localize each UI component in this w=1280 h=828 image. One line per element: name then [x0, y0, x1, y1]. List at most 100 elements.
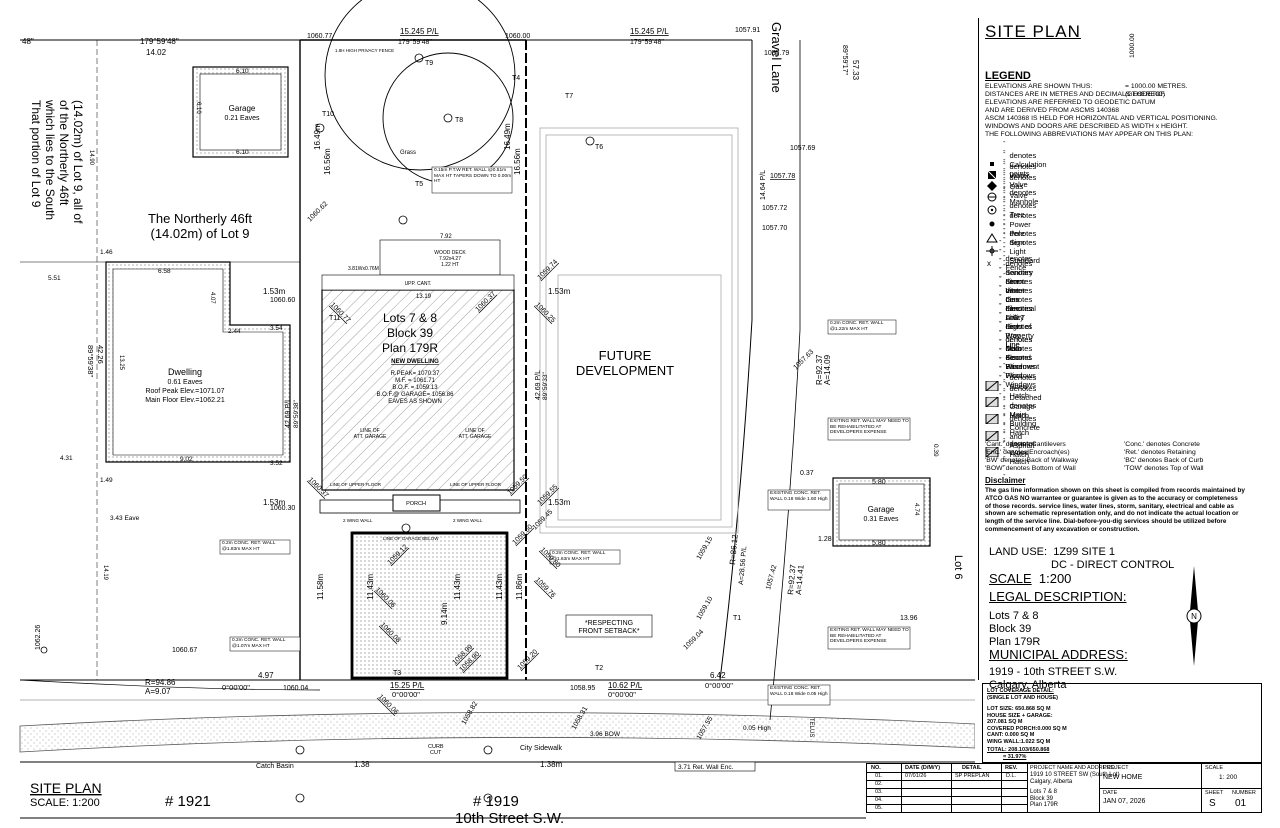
lot6: Lot 6: [952, 555, 964, 579]
wood-deck-1: WOOD DECK: [434, 250, 466, 256]
callout-9: EXISTING CONC. RET. WALL 0.18 Wide 0.05 …: [770, 686, 828, 697]
svg-text:16.56m: 16.56m: [323, 148, 332, 175]
svg-text:179°59'48": 179°59'48": [140, 37, 179, 46]
legend-dash: ------: [999, 281, 1002, 335]
valve-icon: [985, 170, 999, 180]
svg-text:11.43m: 11.43m: [453, 574, 462, 600]
legend-dash: ------: [1003, 211, 1006, 265]
svg-text:9.02: 9.02: [180, 456, 193, 463]
wing-wall-1: 2 WING WALL: [343, 518, 373, 523]
svg-text:1.38m: 1.38m: [540, 760, 563, 769]
svg-text:16.56m: 16.56m: [513, 148, 522, 175]
svg-text:R=92.37: R=92.37: [815, 354, 824, 385]
svg-text:T7: T7: [565, 93, 573, 100]
garage-e-1: Garage: [868, 505, 895, 514]
future-1: FUTURE: [599, 348, 652, 363]
att-garage-1: LINE OF: [360, 428, 379, 434]
upper-floor-2: LINE OF UPPER FLOOR: [450, 482, 502, 487]
svg-text:3.43 Eave: 3.43 Eave: [110, 515, 140, 522]
hatch-icon: [985, 446, 999, 458]
legend-label: denotes Concrete and Asphalt Hatch: [1009, 413, 1040, 459]
gravel-lane: Gravel Lane: [769, 22, 784, 93]
svg-text:4.07: 4.07: [209, 292, 215, 304]
legend-dash: ------: [1003, 425, 1006, 479]
legend-label: denotes Power Pole: [1009, 210, 1037, 238]
svg-text:T4: T4: [512, 75, 520, 82]
svg-text:1057.42: 1057.42: [765, 564, 778, 590]
legend-note: ELEVATIONS ARE REFERRED TO GEODETIC DATU…: [985, 99, 1156, 106]
legend-dash: ------: [999, 290, 1002, 344]
svg-text:1057.79: 1057.79: [764, 50, 789, 57]
legend-dash: ------: [999, 335, 1002, 389]
land-use: LAND USE: 1Z99 SITE 1: [989, 546, 1115, 558]
svg-text:1.53m: 1.53m: [263, 498, 286, 507]
callout-8: EXITING RET. WALL MAY NEED TO BE REHABIL…: [830, 628, 909, 644]
svg-text:7.92: 7.92: [440, 234, 452, 240]
legend-label: denotes Calculation points: [1009, 150, 1047, 178]
new-dwelling-label: NEW DWELLING: [391, 359, 439, 365]
legend-label: denotes Fence: [1005, 254, 1033, 272]
legend-label: denotes Detached Garage Hatch: [1009, 384, 1042, 420]
svg-text:15.245 P/L: 15.245 P/L: [630, 27, 669, 36]
legend-dash: ------: [999, 317, 1002, 371]
curb-cut-1: CURB: [428, 744, 444, 750]
lot-block-2: Block 39: [387, 326, 433, 340]
legend-row: ------denotes Sanitary Line: [985, 245, 1033, 299]
svg-text:179°59'48": 179°59'48": [398, 38, 432, 46]
att-garage-4: ATT. GARAGE: [459, 434, 492, 440]
legend-dash: ------: [1003, 148, 1006, 202]
curb-cut-2: CUT: [430, 750, 442, 756]
svg-text:16.49m: 16.49m: [313, 123, 322, 150]
svg-text:1.53m: 1.53m: [548, 287, 571, 296]
svg-text:0°00'00": 0°00'00": [608, 690, 636, 699]
svg-text:x: x: [987, 259, 991, 268]
dwelling-west-3: Roof Peak Elev.=1071.07: [145, 388, 224, 395]
dwelling-elev-5: EAVES AS SHOWN: [388, 399, 442, 405]
svg-text:A=9.07: A=9.07: [145, 687, 171, 696]
driveway: [350, 531, 509, 680]
tree-labels: T9 T8 T10 T6 T5 T4 T11 T2 T3 T1 T7: [322, 60, 741, 677]
legend-label: denotes Sign: [1009, 229, 1037, 247]
bow-label: 3.96 BOW: [590, 731, 621, 738]
svg-text:0°00'00": 0°00'00": [392, 690, 420, 699]
legend-row: ------denotes Gas Line: [985, 272, 1032, 326]
svg-text:11.43m: 11.43m: [495, 574, 504, 600]
garage-nw-1: Garage: [229, 104, 256, 113]
wood-deck-3: 1.22 HT: [441, 262, 459, 268]
svg-text:11.43m: 11.43m: [366, 574, 375, 600]
svg-text:42.26: 42.26: [96, 345, 105, 364]
svg-text:T1: T1: [733, 615, 741, 622]
municipal-1: 1919 - 10th STREET S.W.: [989, 666, 1118, 678]
svg-text:3.52: 3.52: [270, 460, 283, 467]
legend-row: ------denotes Water Line: [985, 263, 1032, 317]
svg-text:T6: T6: [595, 144, 603, 151]
legend-label: denotes Wood Hatch: [1009, 438, 1037, 466]
svg-text:1.53m: 1.53m: [263, 287, 286, 296]
legend-label: denotes Manhole: [1009, 188, 1039, 206]
legend-note: ELEVATIONS ARE SHOWN THUS:: [985, 83, 1093, 90]
dot-icon: [985, 159, 999, 169]
callout-6: EXITING RET. WALL MAY NEED TO BE REHABIL…: [830, 419, 909, 435]
legend-dash: ------: [999, 326, 1002, 380]
municipal-2: Calgary, Alberta: [989, 679, 1067, 691]
gasvalve-icon: [985, 181, 999, 191]
callout-4: 0.2m CONC. RET. WALL @1.63m MAX HT: [552, 551, 606, 562]
svg-text:10.62 P/L: 10.62 P/L: [608, 681, 643, 690]
hatch-icon: [985, 430, 999, 442]
catch-basin: Catch Basin: [256, 763, 294, 770]
legend-note: AND ARE DERIVED FROM ASCMS 140368: [985, 107, 1120, 114]
legend-dash: ------: [999, 299, 1002, 353]
sidewalk-band: [19, 712, 975, 753]
callout-5: 0.2m CONC. RET. WALL @1.07m MAX HT: [232, 638, 286, 649]
svg-text:3.81Wx0.76M: 3.81Wx0.76M: [348, 266, 379, 272]
legend-row: ------denotes Concrete and Asphalt Hatch: [985, 409, 1040, 463]
legend-row: ------denotes Detached Garage Hatch: [985, 375, 1042, 429]
abbrev-right: 'Conc.' denotes Concrete 'Ret.' denotes …: [1124, 441, 1204, 472]
callout-7: EXISTING CONC. RET. WALL 0.18 Wide 1.60 …: [770, 491, 828, 502]
svg-text:1057.70: 1057.70: [762, 225, 787, 232]
panel-title: SITE PLAN: [985, 22, 1081, 41]
legend-dash: ------: [1003, 197, 1006, 251]
svg-text:2.44: 2.44: [228, 328, 241, 335]
svg-text:14.90: 14.90: [88, 150, 94, 166]
street-name: 10th Street S.W.: [455, 810, 564, 827]
